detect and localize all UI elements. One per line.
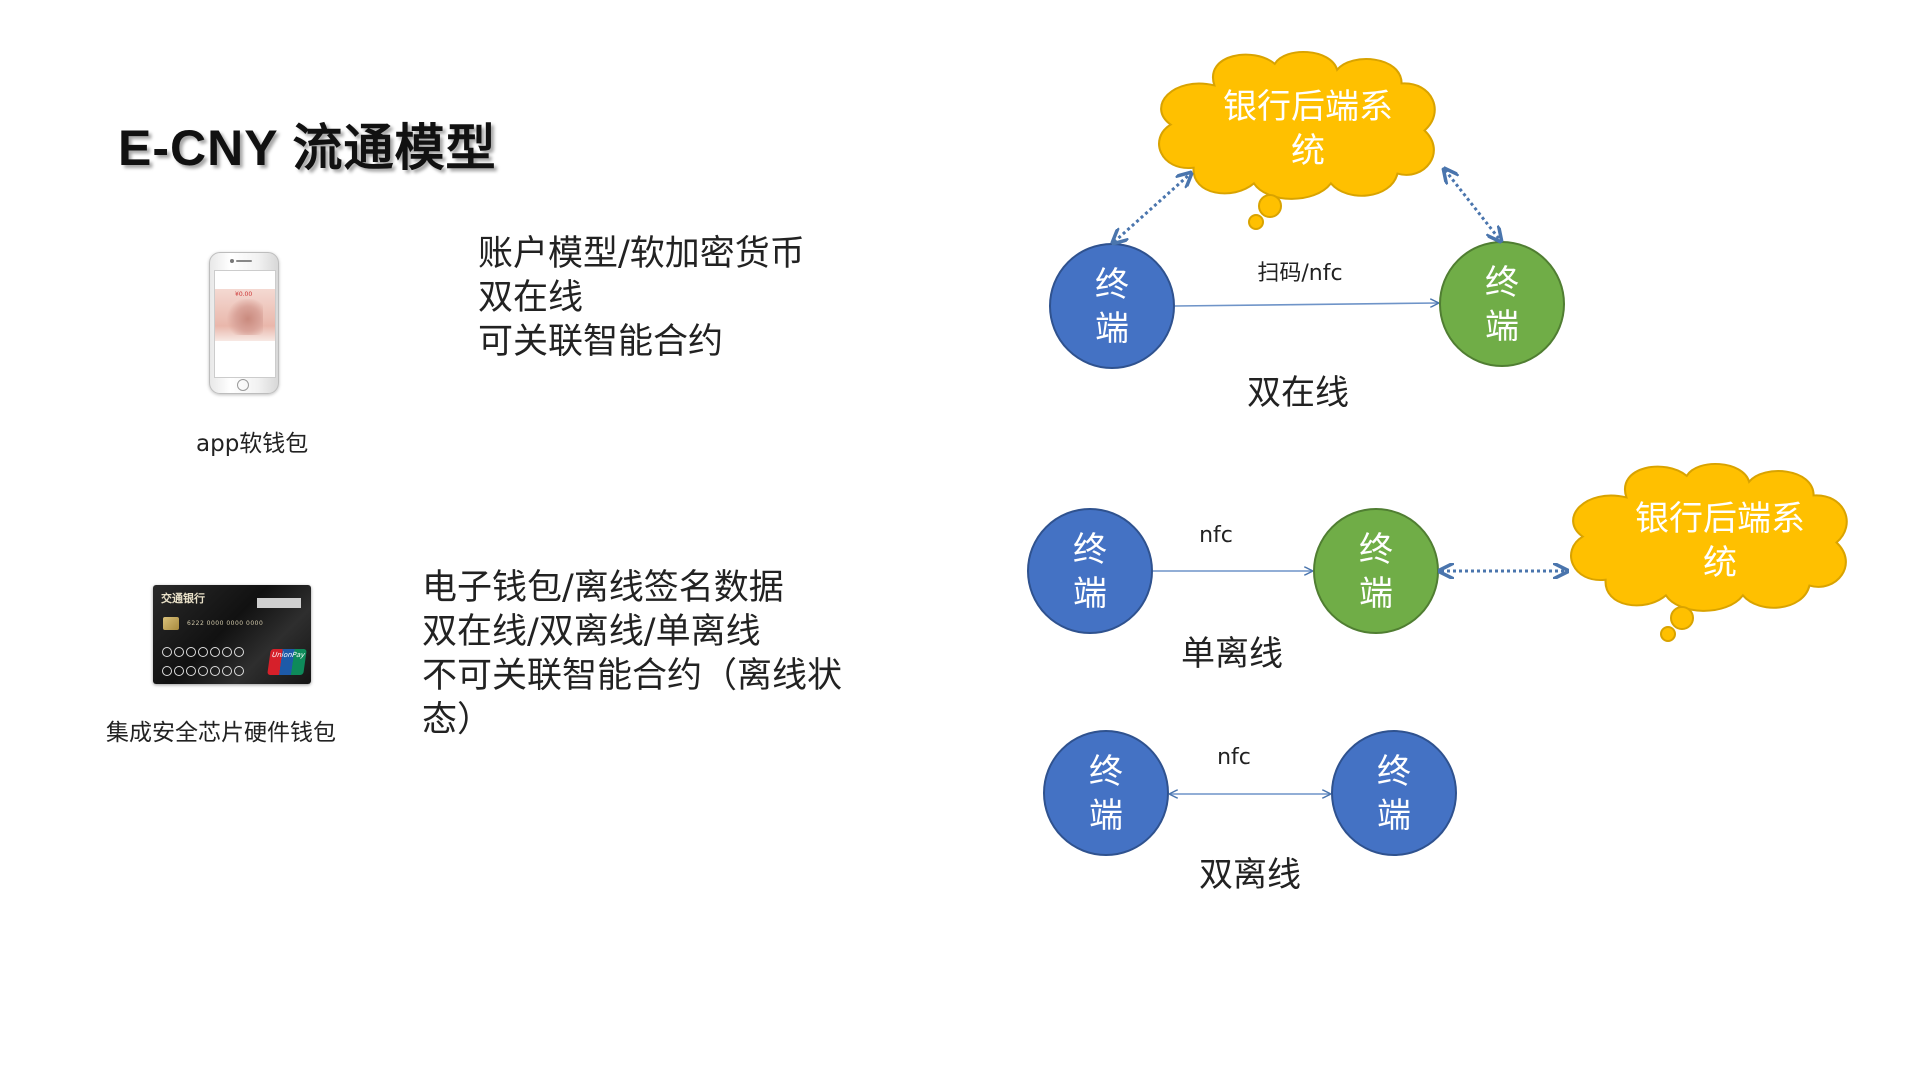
link-label: 扫码/nfc bbox=[1257, 261, 1342, 286]
app-wallet-description: 账户模型/软加密货币 双在线 可关联智能合约 bbox=[478, 232, 805, 364]
link-label: nfc bbox=[1217, 745, 1251, 770]
hardware-wallet-description: 电子钱包/离线签名数据 双在线/双离线/单离线 不可关联智能合约（离线状 态） bbox=[422, 566, 842, 742]
mode-caption: 双在线 bbox=[1247, 373, 1349, 413]
terminal-label: 终 bbox=[1095, 265, 1129, 305]
mode-caption: 双离线 bbox=[1199, 855, 1301, 895]
terminal-node bbox=[1043, 730, 1169, 856]
terminal-node bbox=[1331, 730, 1457, 856]
desc-line: 可关联智能合约 bbox=[478, 322, 724, 362]
cloud-label-line: 银行后端系 bbox=[1223, 87, 1393, 127]
terminal-label: 端 bbox=[1359, 574, 1393, 614]
terminal-label: 端 bbox=[1073, 574, 1107, 614]
double-offline-group: 终 端 终 端 nfc 双离线 bbox=[1043, 730, 1457, 895]
backend-link-arrow bbox=[1114, 174, 1190, 242]
link-label: nfc bbox=[1199, 523, 1233, 548]
cloud-label-line: 统 bbox=[1291, 131, 1325, 171]
terminal-node bbox=[1439, 241, 1565, 367]
terminal-label: 终 bbox=[1485, 263, 1519, 303]
cloud-label-line: 银行后端系 bbox=[1635, 499, 1805, 539]
terminal-label: 端 bbox=[1095, 309, 1129, 349]
double-online-group: 银行后端系 统 终 端 终 端 扫码/nfc 双在线 bbox=[1049, 50, 1565, 413]
bank-card-icon: 交通银行 6222 0000 0000 0000 UnionPay bbox=[153, 585, 311, 684]
terminal-label: 端 bbox=[1485, 307, 1519, 347]
terminal-node bbox=[1027, 508, 1153, 634]
terminal-label: 端 bbox=[1089, 796, 1123, 836]
desc-line: 双在线/双离线/单离线 bbox=[422, 612, 761, 652]
page-title: E-CNY 流通模型 bbox=[118, 120, 497, 176]
hardware-wallet-caption: 集成安全芯片硬件钱包 bbox=[106, 720, 336, 746]
backend-link-arrow bbox=[1445, 170, 1500, 240]
terminal-node bbox=[1313, 508, 1439, 634]
terminal-node bbox=[1049, 243, 1175, 369]
terminal-label: 端 bbox=[1377, 796, 1411, 836]
desc-line: 态） bbox=[422, 700, 493, 740]
app-wallet-caption: app软钱包 bbox=[196, 431, 309, 457]
desc-line: 账户模型/软加密货币 bbox=[478, 234, 805, 274]
cloud-bubble bbox=[1248, 214, 1264, 230]
cloud-bubble bbox=[1660, 626, 1676, 642]
terminal-label: 终 bbox=[1377, 752, 1411, 792]
desc-line: 不可关联智能合约（离线状 bbox=[422, 656, 843, 696]
terminal-label: 终 bbox=[1359, 530, 1393, 570]
desc-line: 电子钱包/离线签名数据 bbox=[422, 568, 784, 608]
terminal-label: 终 bbox=[1073, 530, 1107, 570]
smartphone-icon: ¥0.00 bbox=[209, 252, 279, 394]
terminal-label: 终 bbox=[1089, 752, 1123, 792]
cloud-bubble bbox=[1670, 606, 1694, 630]
single-offline-group: 终 端 终 端 nfc 银行后端系 统 单离线 bbox=[1027, 462, 1848, 674]
cloud-bubble bbox=[1258, 194, 1282, 218]
cloud-label-line: 统 bbox=[1703, 543, 1737, 583]
desc-line: 双在线 bbox=[478, 278, 584, 318]
link-arrow bbox=[1174, 303, 1438, 306]
mode-caption: 单离线 bbox=[1181, 634, 1283, 674]
